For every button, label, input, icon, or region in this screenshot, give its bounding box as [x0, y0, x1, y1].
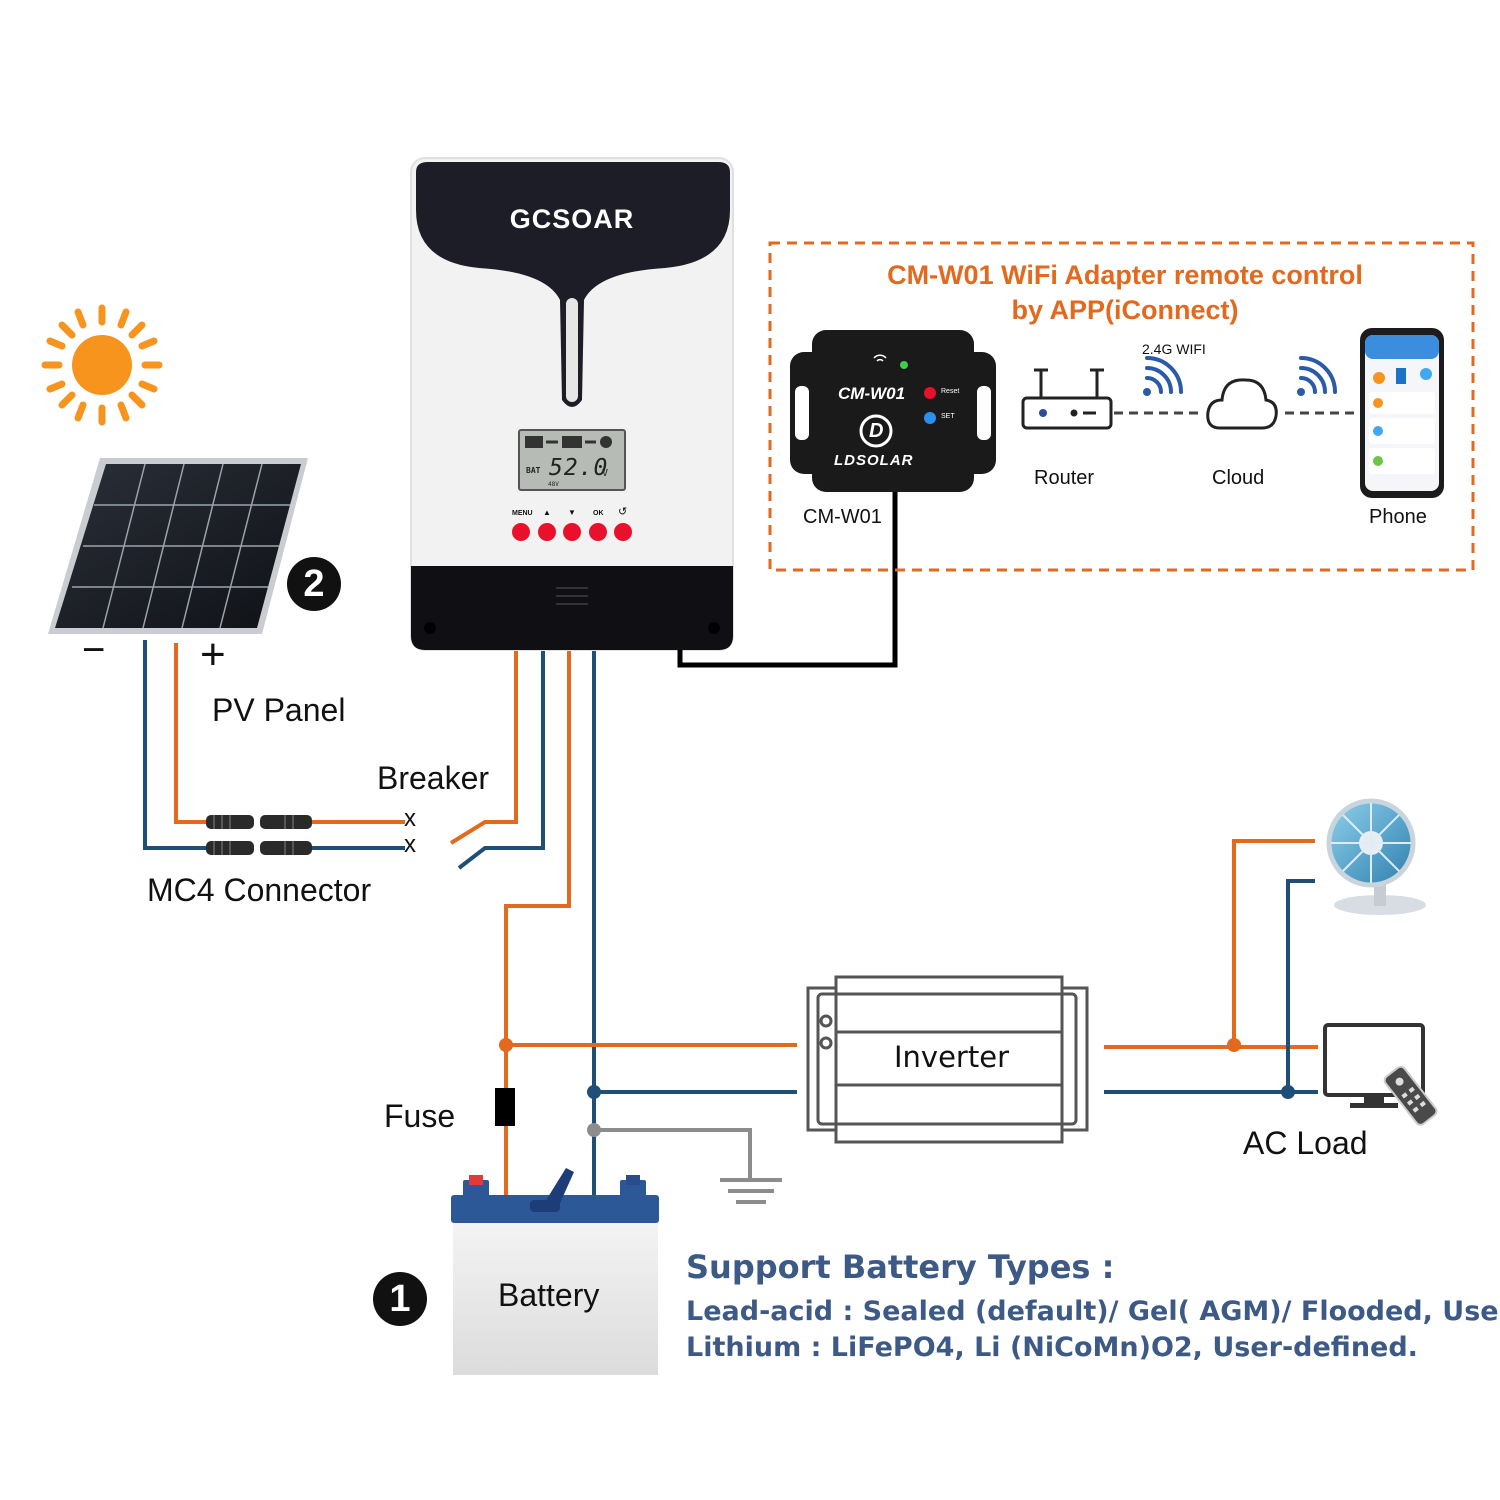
- remote-icon: [1383, 1065, 1438, 1126]
- pv-panel-label: PV Panel: [212, 692, 346, 728]
- router-label: Router: [1034, 467, 1095, 489]
- fan-icon: [1326, 798, 1426, 915]
- controller-brand: GCSOAR: [509, 204, 635, 234]
- battery-icon: [451, 1168, 659, 1375]
- badge-1: 1: [373, 1272, 427, 1326]
- fuse-label: Fuse: [384, 1098, 456, 1134]
- back-button-label: ↺: [618, 506, 628, 518]
- inverter-icon: [806, 975, 1089, 1144]
- wifi-box-frame: [768, 241, 1475, 572]
- ac-load-label: AC Load: [1243, 1125, 1368, 1161]
- adapter-logo-icon: D: [869, 420, 884, 442]
- router-icon: [1021, 368, 1113, 430]
- phone-label: Phone: [1369, 506, 1427, 528]
- mc4-connector-icon: [206, 815, 312, 855]
- wifi-icon: [1297, 356, 1337, 396]
- set-label: SET: [941, 413, 955, 420]
- support-lead-acid: Lead-acid : Sealed (default)/ Gel( AGM)/…: [686, 1296, 1500, 1327]
- wifi-title-line1: CM-W01 WiFi Adapter remote control: [887, 260, 1363, 290]
- wifi-box-title: CM-W01 WiFi Adapter remote control by AP…: [790, 258, 1460, 328]
- battery-wires: [504, 650, 797, 1195]
- battery-label: Battery: [498, 1277, 600, 1313]
- ok-button-label: OK: [593, 510, 604, 517]
- support-battery-types: Support Battery Types : Lead-acid : Seal…: [686, 1248, 1500, 1366]
- wire-junctions: [499, 1038, 601, 1137]
- mc4-connector-label: MC4 Connector: [147, 872, 372, 908]
- support-lithium: Lithium : LiFePO4, Li (NiCoMn)O2, User-d…: [686, 1332, 1418, 1363]
- support-heading: Support Battery Types :: [686, 1248, 1115, 1286]
- ac-junction-positive: [1227, 1038, 1241, 1052]
- adapter-name: CM-W01: [838, 384, 906, 403]
- inverter-label: Inverter: [894, 1040, 1009, 1074]
- ground-icon: [720, 1178, 782, 1204]
- lcd-voltage: 52.0: [549, 455, 609, 481]
- lcd-bat-label: BAT: [526, 466, 541, 475]
- cloud-label: Cloud: [1212, 467, 1265, 489]
- pv-wires: [143, 640, 405, 850]
- solar-panel-icon: [48, 458, 308, 634]
- pv-minus-label: −: [82, 628, 106, 672]
- down-button-label: ▼: [568, 508, 576, 517]
- wifi-title-line2: by APP(iConnect): [1011, 295, 1239, 325]
- ac-wires: [1104, 839, 1318, 1094]
- badge-2: 2: [287, 557, 341, 611]
- breaker-label: Breaker: [377, 760, 490, 796]
- breaker-x-positive: x: [404, 805, 416, 832]
- wifi-adapter-device: [790, 330, 996, 492]
- ac-junction-negative: [1281, 1085, 1295, 1099]
- lcd-unit: V: [602, 468, 609, 479]
- menu-button-label: MENU: [512, 510, 533, 517]
- sun-icon: [41, 304, 163, 426]
- breaker-x-negative: x: [404, 831, 416, 858]
- adapter-brand: LDSOLAR: [834, 452, 914, 469]
- wifi-band-label: 2.4G WIFI: [1142, 341, 1206, 357]
- lcd-sub-label: 48V: [548, 481, 559, 488]
- adapter-wifi-icon: [873, 354, 887, 362]
- up-button-label: ▲: [543, 508, 551, 517]
- cloud-icon: [1206, 378, 1278, 430]
- wifi-icon: [1143, 356, 1183, 396]
- comm-cable: [677, 492, 898, 668]
- adapter-caption: CM-W01: [803, 506, 882, 528]
- phone-icon: [1360, 328, 1444, 498]
- pv-plus-label: +: [200, 630, 226, 679]
- breaker-icon: [449, 650, 545, 870]
- fuse-icon: [495, 1088, 515, 1126]
- charge-controller: [410, 157, 734, 651]
- reset-label: Reset: [941, 388, 960, 395]
